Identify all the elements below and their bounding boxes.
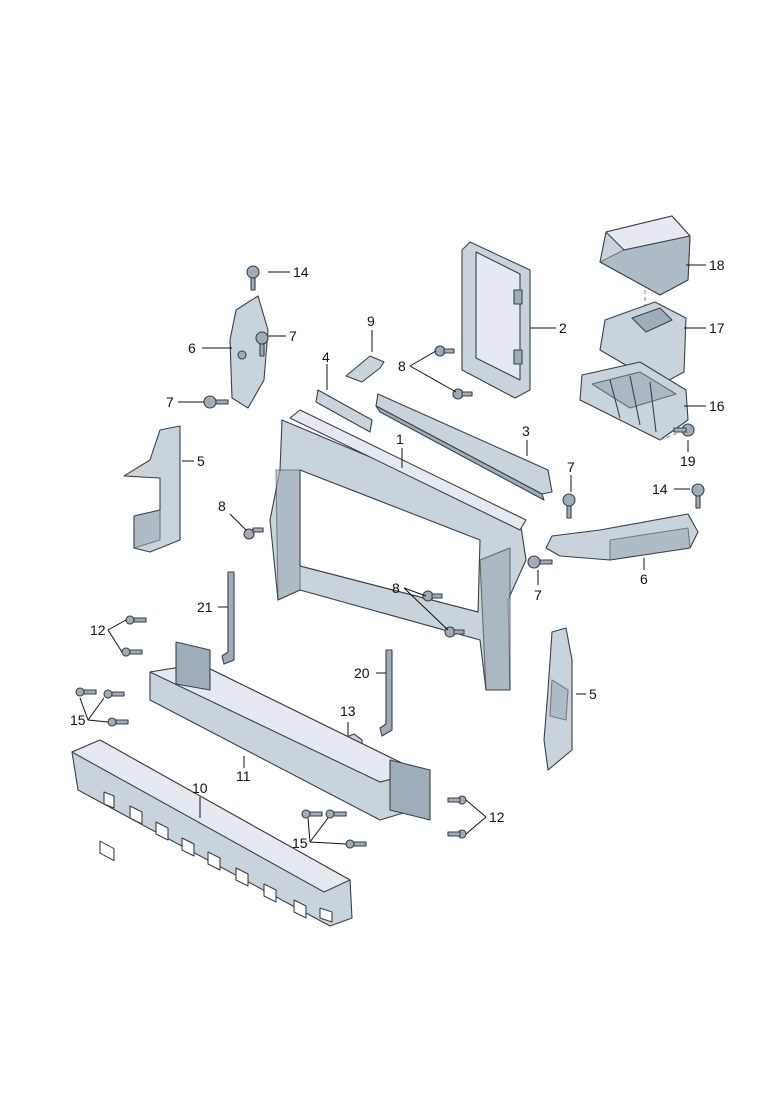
part-21-seal-strip (221, 571, 235, 665)
leader-lines (79, 264, 706, 845)
callout-17: 17 (709, 320, 725, 336)
part-6-right-bracket (545, 513, 699, 561)
part-5-left-air-guide (123, 425, 181, 553)
callout-3: 3 (522, 423, 530, 439)
callout-19: 19 (680, 453, 696, 469)
callout-20: 20 (354, 665, 370, 681)
callout-13: 13 (340, 703, 356, 719)
callout-6-right: 6 (640, 571, 648, 587)
part-9-clip (345, 355, 385, 383)
callout-14-left: 14 (293, 264, 309, 280)
part-18-air-duct-cover (599, 215, 691, 296)
callout-2: 2 (559, 320, 567, 336)
callout-7-upper: 7 (289, 328, 297, 344)
callout-21: 21 (197, 599, 213, 615)
callout-7-lower-left: 7 (166, 394, 174, 410)
callout-1: 1 (396, 431, 404, 447)
part-6-left-bracket (229, 295, 269, 409)
part-3-strip (375, 393, 553, 501)
callout-8-top: 8 (398, 358, 406, 374)
part-2-cover-plate (461, 241, 531, 399)
part-5-right-air-guide (543, 627, 573, 771)
callout-15-left: 15 (70, 712, 86, 728)
callout-12-right: 12 (489, 809, 505, 825)
part-10-energy-absorber (71, 739, 353, 927)
callout-7-right-lower: 7 (534, 587, 542, 603)
callout-12-left: 12 (90, 622, 106, 638)
part-11-bumper-reinforcement (149, 641, 431, 821)
callout-8-center: 8 (392, 580, 400, 596)
part-16-air-duct-lower (579, 361, 689, 441)
callout-5-right: 5 (589, 686, 597, 702)
callout-10: 10 (192, 780, 208, 796)
callout-11: 11 (236, 768, 251, 784)
callout-9: 9 (367, 313, 375, 329)
part-17-air-duct-middle (599, 301, 687, 386)
part-20-seal-strip (379, 649, 393, 737)
callout-14-right: 14 (652, 481, 668, 497)
callout-16: 16 (709, 398, 725, 414)
callout-8-left: 8 (218, 498, 226, 514)
callouts: 1 2 3 4 5 5 6 6 7 7 7 7 8 8 8 9 10 11 12… (70, 257, 725, 851)
callout-7-right-upper: 7 (567, 459, 575, 475)
callout-4: 4 (322, 349, 330, 365)
callout-18: 18 (709, 257, 725, 273)
callout-6-left: 6 (188, 340, 196, 356)
callout-15-right: 15 (292, 835, 308, 851)
callout-5-left: 5 (197, 453, 205, 469)
part-1-lock-carrier (269, 409, 527, 691)
part-4-small-strip (315, 389, 373, 433)
